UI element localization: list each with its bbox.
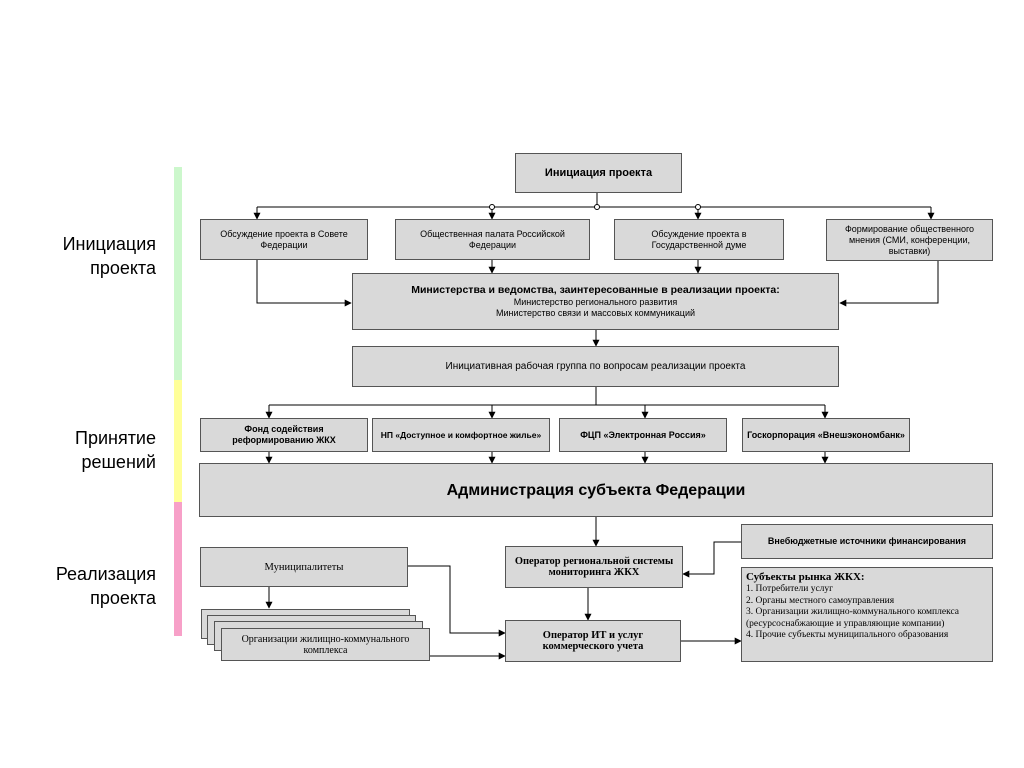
administration-node: Администрация субъекта Федерации — [199, 463, 993, 517]
state-duma-node: Обсуждение проекта в Государственной дум… — [614, 219, 784, 260]
phase-bar-implementation — [174, 502, 182, 636]
ministries-title: Министерства и ведомства, заинтересованн… — [411, 284, 780, 296]
ministries-line-2: Министерство связи и массовых коммуникац… — [495, 308, 695, 318]
reform-fund-node: Фонд содействия реформированию ЖКХ — [200, 418, 368, 452]
housing-orgs-node: Организации жилищно-коммунального компле… — [221, 628, 430, 661]
phase-label-decision: Принятие решений — [75, 428, 156, 472]
working-group-node: Инициативная рабочая группа по вопросам … — [352, 346, 839, 387]
ministries-node: Министерства и ведомства, заинтересованн… — [352, 273, 839, 330]
market-subject-item: 4. Прочие субъекты муниципального образо… — [746, 630, 949, 640]
veb-node: Госкорпорация «Внешэкономбанк» — [742, 418, 910, 452]
phase-bar-decision — [174, 380, 182, 502]
project-initiation-node: Инициация проекта — [515, 153, 682, 193]
fcp-erussia-node: ФЦП «Электронная Россия» — [559, 418, 727, 452]
public-opinion-node: Формирование общественного мнения (СМИ, … — [826, 219, 993, 261]
monitoring-operator-node: Оператор региональной системы мониторинг… — [505, 546, 683, 588]
phase-bar-initiation — [174, 167, 182, 380]
phase-label-initiation: Инициация проекта — [62, 234, 156, 278]
phase-label-implementation: Реализация проекта — [55, 564, 156, 608]
public-chamber-node: Общественная палата Российской Федерации — [395, 219, 590, 260]
offbudget-node: Внебюджетные источники финансирования — [741, 524, 993, 559]
federation-council-node: Обсуждение проекта в Совете Федерации — [200, 219, 368, 260]
market-subjects-title: Субъекты рынка ЖКХ: — [746, 571, 865, 583]
market-subject-item: 1. Потребители услуг — [746, 584, 834, 594]
market-subject-item: 3. Организации жилищно-коммунального ком… — [746, 607, 960, 629]
it-operator-node: Оператор ИТ и услуг коммерческого учета — [505, 620, 681, 662]
np-housing-node: НП «Доступное и комфортное жилье» — [372, 418, 550, 452]
market-subjects-node: Субъекты рынка ЖКХ: 1. Потребители услуг… — [741, 567, 993, 662]
municipalities-node: Муниципалитеты — [200, 547, 408, 587]
market-subject-item: 2. Органы местного самоуправления — [746, 595, 895, 606]
ministries-line-1: Министерство регионального развития — [513, 297, 678, 307]
